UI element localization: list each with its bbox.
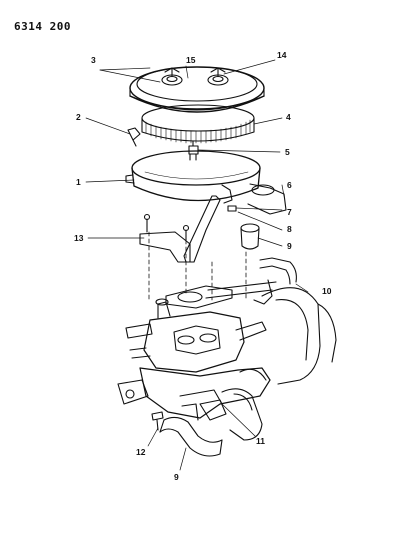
callout-9-upper: 9 <box>287 241 292 251</box>
intake-manifold <box>117 367 271 421</box>
callout-6: 6 <box>287 180 292 190</box>
callout-14: 14 <box>277 50 287 60</box>
air-cleaner-cover <box>129 66 265 113</box>
vacuum-hose <box>253 257 297 305</box>
callout-7: 7 <box>287 207 292 217</box>
heat-tube-hose <box>159 416 223 457</box>
engine-block-outline <box>261 287 337 385</box>
support-bracket <box>139 195 221 263</box>
mounting-studs <box>148 231 247 301</box>
air-filter-element <box>141 104 255 144</box>
leader-lines <box>85 59 309 471</box>
callout-13: 13 <box>74 233 84 243</box>
callout-9-lower: 9 <box>174 472 179 482</box>
vacuum-motor <box>227 205 260 250</box>
air-cleaner-housing <box>125 150 287 215</box>
callout-5: 5 <box>285 147 290 157</box>
callout-1: 1 <box>76 177 81 187</box>
callout-3: 3 <box>91 55 96 65</box>
callout-11: 11 <box>256 436 265 446</box>
callout-labels: 3 15 14 2 4 5 1 6 7 8 9 13 10 11 12 9 <box>74 50 332 482</box>
callout-2: 2 <box>76 112 81 122</box>
figure-code: 6314 200 <box>14 20 71 33</box>
callout-4: 4 <box>286 112 291 122</box>
carburetor-assembly <box>125 298 267 373</box>
callout-10: 10 <box>322 286 332 296</box>
callout-8: 8 <box>287 224 292 234</box>
callout-15: 15 <box>186 55 196 65</box>
cover-clamp <box>127 127 141 147</box>
heat-stove-elbow <box>199 388 263 441</box>
carburetor-gasket <box>165 281 277 309</box>
callout-12: 12 <box>136 447 146 457</box>
